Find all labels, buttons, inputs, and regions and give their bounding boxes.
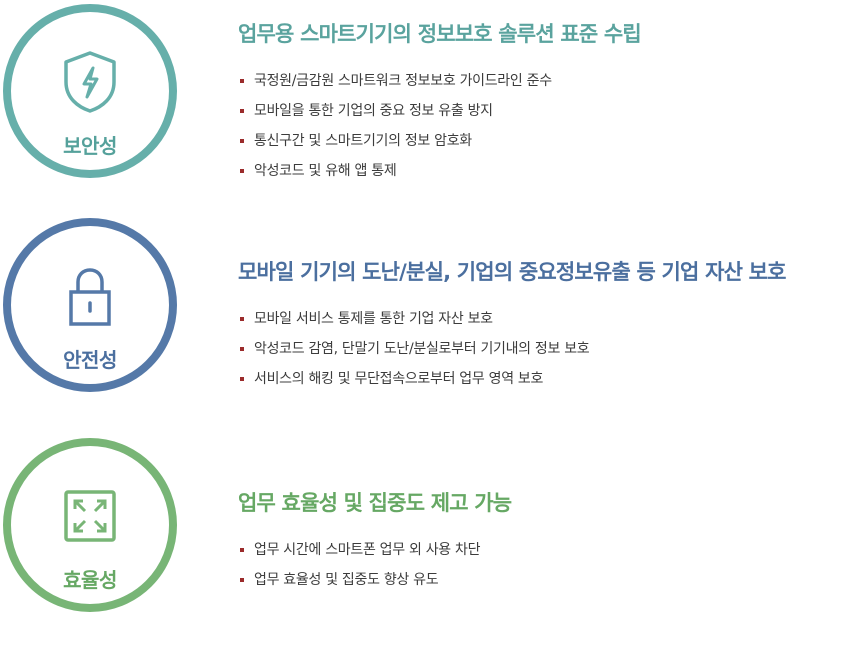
bullet-text: 모바일을 통한 기업의 중요 정보 유출 방지 <box>254 103 493 119</box>
list-item: 국정원/금감원 스마트워크 정보보호 가이드라인 준수 <box>238 66 859 96</box>
efficiency-bullet-list: 업무 시간에 스마트폰 업무 외 사용 차단 업무 효율성 및 집중도 향상 유… <box>238 535 859 595</box>
section-efficiency: 효율성 업무 효율성 및 집중도 제고 가능 업무 시간에 스마트폰 업무 외 … <box>0 438 859 648</box>
efficiency-badge: 효율성 <box>3 438 177 612</box>
bullet-marker <box>240 377 244 381</box>
bullet-marker <box>240 578 244 582</box>
bullet-text: 모바일 서비스 통제를 통한 기업 자산 보호 <box>254 311 493 327</box>
bullet-marker <box>240 79 244 83</box>
list-item: 악성코드 및 유해 앱 통제 <box>238 156 859 186</box>
safety-label: 안전성 <box>63 348 117 372</box>
list-item: 서비스의 해킹 및 무단접속으로부터 업무 영역 보호 <box>238 364 859 394</box>
security-heading: 업무용 스마트기기의 정보보호 솔루션 표준 수립 <box>238 22 642 46</box>
section-security: 보안성 업무용 스마트기기의 정보보호 솔루션 표준 수립 국정원/금감원 스마… <box>0 0 859 210</box>
efficiency-content: 업무 효율성 및 집중도 제고 가능 업무 시간에 스마트폰 업무 외 사용 차… <box>238 489 859 595</box>
list-item: 모바일을 통한 기업의 중요 정보 유출 방지 <box>238 96 859 126</box>
bullet-text: 국정원/금감원 스마트워크 정보보호 가이드라인 준수 <box>254 73 552 89</box>
security-badge: 보안성 <box>3 4 177 178</box>
list-item: 업무 시간에 스마트폰 업무 외 사용 차단 <box>238 535 859 565</box>
bullet-text: 업무 효율성 및 집중도 향상 유도 <box>254 572 439 588</box>
bullet-marker <box>240 139 244 143</box>
expand-arrows-icon <box>64 490 116 542</box>
list-item: 악성코드 감염, 단말기 도난/분실로부터 기기내의 정보 보호 <box>238 334 859 364</box>
bullet-marker <box>240 109 244 113</box>
bullet-text: 통신구간 및 스마트기기의 정보 암호화 <box>254 133 472 149</box>
list-item: 업무 효율성 및 집중도 향상 유도 <box>238 565 859 595</box>
safety-heading: 모바일 기기의 도난/분실, 기업의 중요정보유출 등 기업 자산 보호 <box>238 260 786 284</box>
bullet-marker <box>240 169 244 173</box>
safety-badge: 안전성 <box>3 218 177 392</box>
bullet-text: 서비스의 해킹 및 무단접속으로부터 업무 영역 보호 <box>254 371 544 387</box>
security-content: 업무용 스마트기기의 정보보호 솔루션 표준 수립 국정원/금감원 스마트워크 … <box>238 20 859 186</box>
safety-bullet-list: 모바일 서비스 통제를 통한 기업 자산 보호 악성코드 감염, 단말기 도난/… <box>238 304 859 394</box>
bullet-text: 업무 시간에 스마트폰 업무 외 사용 차단 <box>254 542 481 558</box>
safety-content: 모바일 기기의 도난/분실, 기업의 중요정보유출 등 기업 자산 보호 모바일… <box>238 258 859 394</box>
section-safety: 안전성 모바일 기기의 도난/분실, 기업의 중요정보유출 등 기업 자산 보호… <box>0 218 859 428</box>
bullet-marker <box>240 548 244 552</box>
bullet-marker <box>240 347 244 351</box>
efficiency-heading: 업무 효율성 및 집중도 제고 가능 <box>238 491 512 515</box>
bullet-text: 악성코드 및 유해 앱 통제 <box>254 163 397 179</box>
list-item: 모바일 서비스 통제를 통한 기업 자산 보호 <box>238 304 859 334</box>
security-bullet-list: 국정원/금감원 스마트워크 정보보호 가이드라인 준수 모바일을 통한 기업의 … <box>238 66 859 186</box>
security-label: 보안성 <box>63 134 117 158</box>
shield-lightning-icon <box>64 51 116 113</box>
list-item: 통신구간 및 스마트기기의 정보 암호화 <box>238 126 859 156</box>
bullet-marker <box>240 317 244 321</box>
bullet-text: 악성코드 감염, 단말기 도난/분실로부터 기기내의 정보 보호 <box>254 341 590 357</box>
efficiency-label: 효율성 <box>63 568 117 592</box>
lock-icon <box>69 268 111 326</box>
